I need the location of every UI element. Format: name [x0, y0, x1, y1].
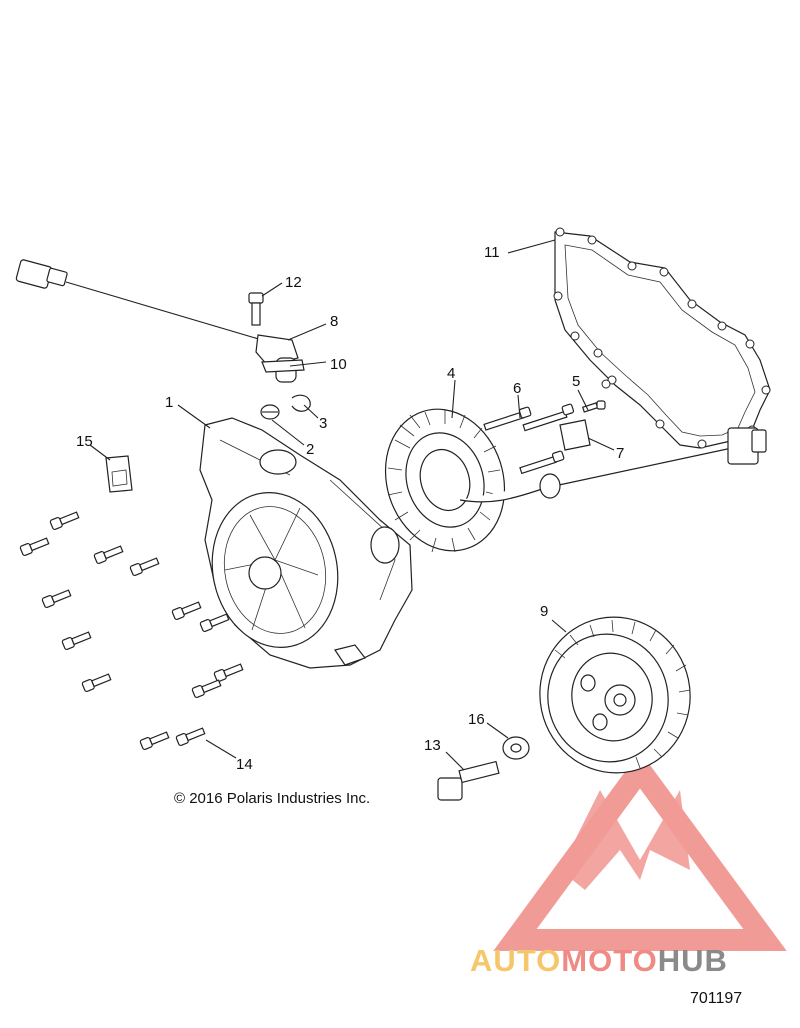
brand-part-auto: AUTO: [470, 943, 562, 978]
watermark-logo: [493, 751, 787, 951]
callout-15: 15: [76, 433, 93, 450]
cover-gasket: [553, 227, 771, 449]
brand-part-hub: HUB: [657, 943, 728, 978]
leader-lines: [89, 239, 615, 771]
callout-7: 7: [616, 445, 624, 462]
cover-small-parts: [260, 394, 311, 420]
callout-11: 11: [484, 244, 500, 261]
stator-cover: [199, 417, 413, 669]
brand-part-moto: MOTO: [561, 943, 658, 978]
callout-12: 12: [285, 274, 302, 291]
callout-9: 9: [540, 603, 548, 620]
bolt: [93, 545, 124, 565]
callout-numbers: 1 2 3 4 5 6 7 8 9 10 11 12 13 14 15 16: [76, 244, 624, 773]
bolt: [19, 537, 50, 557]
watermark-brand-text: AUTOMOTOHUB: [470, 943, 728, 979]
bolt: [81, 673, 112, 693]
callout-14: 14: [236, 756, 253, 773]
flywheel-bolt-and-washer: [437, 736, 530, 801]
cover-bolts: [19, 511, 244, 751]
figure-number: 701197: [690, 990, 743, 1007]
callout-2: 2: [306, 441, 314, 458]
bolt: [49, 511, 80, 531]
callout-8: 8: [330, 313, 338, 330]
callout-6: 6: [513, 380, 521, 397]
callout-3: 3: [319, 415, 327, 432]
bolt: [129, 557, 160, 577]
bolt: [175, 727, 206, 747]
bolt: [139, 731, 170, 751]
callout-13: 13: [424, 737, 441, 754]
copyright-notice: © 2016 Polaris Industries Inc.: [174, 790, 371, 807]
speed-sensor-assembly: [15, 259, 305, 383]
stator: [384, 408, 767, 553]
bolt: [213, 663, 244, 683]
callout-5: 5: [572, 373, 580, 390]
bolt: [61, 631, 92, 651]
callout-10: 10: [330, 356, 347, 373]
bolt: [191, 679, 222, 699]
bolt: [41, 589, 72, 609]
bolt: [171, 601, 202, 621]
callout-4: 4: [447, 365, 455, 382]
callout-16: 16: [468, 711, 485, 728]
clip: [105, 455, 133, 493]
stator-fasteners: [483, 400, 606, 475]
flywheel: [539, 616, 691, 774]
callout-1: 1: [165, 394, 173, 411]
bolt: [199, 613, 230, 633]
